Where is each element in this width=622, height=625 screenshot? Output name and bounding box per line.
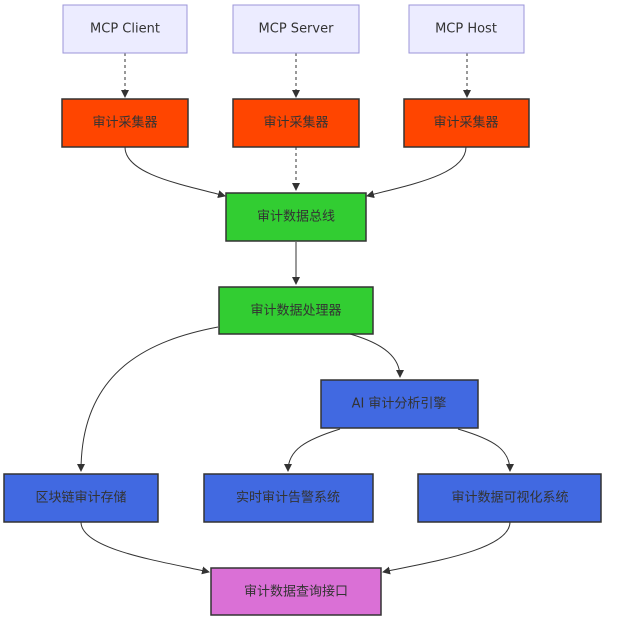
node-mcp-client-box — [62, 4, 188, 54]
node-mcp-client-label: MCP Client — [90, 22, 160, 37]
edges — [77, 53, 514, 575]
node-mcp-host-box — [408, 4, 525, 54]
node-mcp-server-label: MCP Server — [259, 22, 335, 37]
node-audit-processor-box — [218, 286, 374, 335]
node-visualization[interactable]: 审计数据可视化系统 — [417, 473, 602, 523]
node-collector-3-box — [403, 98, 530, 148]
node-blockchain-storage-box — [3, 473, 159, 523]
node-blockchain-storage-label: 区块链审计存储 — [35, 491, 126, 506]
node-collector-1-box — [61, 98, 189, 148]
node-collector-1-label: 审计采集器 — [92, 115, 157, 131]
node-ai-engine-box — [320, 379, 479, 429]
node-mcp-host-label: MCP Host — [435, 22, 497, 37]
node-ai-engine-label: AI 审计分析引擎 — [352, 397, 447, 412]
node-realtime-alert-box — [203, 473, 374, 523]
node-audit-bus-box — [225, 192, 367, 242]
edge-processor-to-blockchain — [77, 326, 219, 472]
edge-visual-to-query — [382, 521, 511, 575]
node-mcp-client[interactable]: MCP Client — [62, 4, 188, 54]
node-mcp-server[interactable]: MCP Server — [232, 4, 360, 54]
node-audit-processor-label: 审计数据处理器 — [250, 304, 341, 319]
node-collector-1[interactable]: 审计采集器 — [61, 98, 189, 148]
node-collector-2-label: 审计采集器 — [263, 115, 328, 131]
edge-collector-3-to-bus — [366, 146, 467, 199]
node-visualization-label: 审计数据可视化系统 — [451, 491, 568, 506]
edge-ai-to-alert — [284, 428, 341, 472]
node-collector-2-box — [232, 98, 360, 148]
node-query-interface[interactable]: 审计数据查询接口 — [210, 567, 382, 616]
node-ai-engine[interactable]: AI 审计分析引擎 — [320, 379, 479, 429]
node-visualization-box — [417, 473, 602, 523]
node-audit-processor[interactable]: 审计数据处理器 — [218, 286, 374, 335]
node-realtime-alert-label: 实时审计告警系统 — [236, 490, 340, 506]
node-collector-3[interactable]: 审计采集器 — [403, 98, 530, 148]
node-query-interface-box — [210, 567, 382, 616]
edge-collector-1-to-bus — [124, 146, 226, 199]
edge-ai-to-visual — [457, 428, 514, 472]
node-blockchain-storage[interactable]: 区块链审计存储 — [3, 473, 159, 523]
edge-processor-to-ai — [349, 333, 404, 378]
node-mcp-server-box — [232, 4, 360, 54]
node-audit-bus-label: 审计数据总线 — [257, 210, 335, 225]
node-mcp-host[interactable]: MCP Host — [408, 4, 525, 54]
node-audit-bus[interactable]: 审计数据总线 — [225, 192, 367, 242]
node-collector-2[interactable]: 审计采集器 — [232, 98, 360, 148]
node-collector-3-label: 审计采集器 — [433, 115, 498, 131]
node-realtime-alert[interactable]: 实时审计告警系统 — [203, 473, 374, 523]
edge-blockchain-to-query — [80, 521, 210, 575]
node-query-interface-label: 审计数据查询接口 — [244, 584, 348, 600]
